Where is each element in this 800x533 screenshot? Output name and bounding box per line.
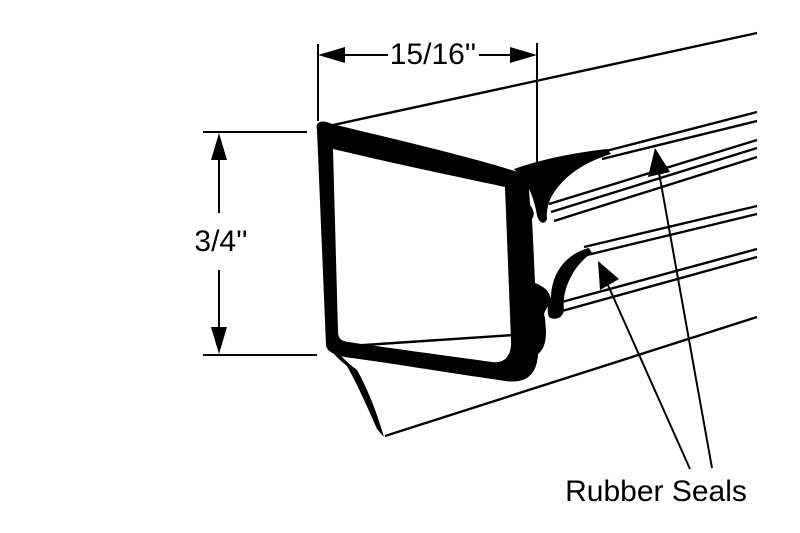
upper-rail-line <box>605 110 758 153</box>
arrowhead-right-icon <box>510 47 537 63</box>
arrowhead-down-icon <box>211 327 227 354</box>
middle-rail-line <box>583 204 758 249</box>
rubber-seals-callout: Rubber Seals <box>565 148 747 508</box>
arrowhead-left-icon <box>318 47 345 63</box>
top-rubber-seal <box>514 149 611 223</box>
height-dimension-label: 3/4'' <box>194 225 247 258</box>
width-dimension-label: 15/16'' <box>390 38 477 71</box>
leader-arrowhead-lower-icon <box>598 261 619 290</box>
top-far-edge-line <box>323 31 758 129</box>
drip-lip <box>330 349 384 437</box>
bottom-rubber-seal <box>547 248 592 319</box>
arrowhead-up-icon <box>211 133 227 160</box>
leader-arrowhead-upper-icon <box>648 148 670 177</box>
leader-line-upper-seal <box>657 166 713 469</box>
rubber-seals-label: Rubber Seals <box>565 475 747 508</box>
height-dimension: 3/4'' <box>194 131 317 356</box>
upper-kerf-line <box>550 146 758 214</box>
width-dimension: 15/16'' <box>317 38 538 164</box>
drip-lip-edge-line <box>384 315 758 438</box>
lower-kerf-line <box>546 247 758 308</box>
lower-kerf-line <box>550 255 758 316</box>
leader-line-lower-seal <box>602 273 691 470</box>
middle-rail-line <box>586 212 758 257</box>
extrusion-profile-outline <box>316 121 551 382</box>
upper-kerf-line <box>553 155 758 223</box>
receding-edge-lines <box>323 31 758 438</box>
upper-rail-line <box>601 119 758 161</box>
